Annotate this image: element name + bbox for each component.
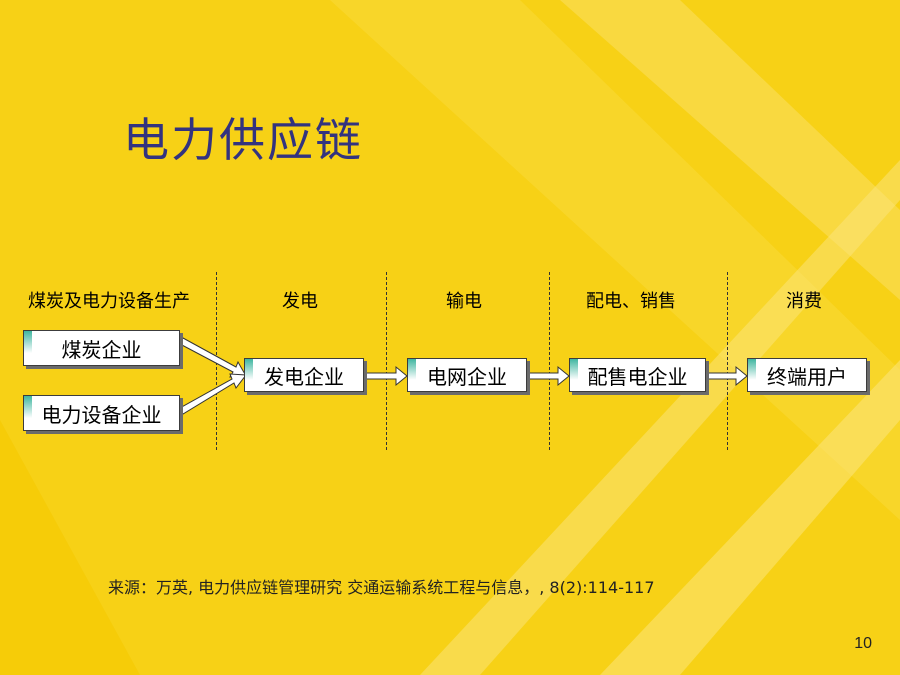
node-label: 电网企业 (427, 364, 507, 389)
box-accent (245, 359, 253, 391)
stage-divider (386, 272, 387, 450)
node-grid-enterprise: 电网企业 (407, 358, 527, 392)
node-coal-enterprise: 煤炭企业 (23, 330, 180, 366)
stage-label-consumption: 消费 (786, 291, 822, 312)
box-accent (24, 396, 32, 430)
stage-divider (727, 272, 728, 450)
node-generation-enterprise: 发电企业 (244, 358, 364, 392)
stage-label-production: 煤炭及电力设备生产 (28, 291, 190, 312)
stage-label-generation: 发电 (282, 291, 318, 312)
node-end-user: 终端用户 (747, 358, 867, 392)
page-number: 10 (854, 635, 872, 652)
stage-divider (549, 272, 550, 450)
arrow-distribution-to-enduser (705, 365, 748, 387)
box-accent (24, 331, 32, 365)
node-label: 煤炭企业 (61, 337, 142, 362)
arrow-grid-to-distribution (526, 365, 570, 387)
box-accent (570, 359, 578, 391)
box-accent (408, 359, 416, 391)
arrow-generation-to-grid (363, 365, 408, 387)
slide-title: 电力供应链 (123, 113, 363, 167)
node-label: 配售电企业 (587, 364, 688, 389)
node-label: 电力设备企业 (41, 402, 162, 427)
arrow-coal-to-generation (179, 337, 247, 378)
arrow-equipment-to-generation (179, 373, 247, 415)
node-label: 发电企业 (264, 364, 344, 389)
node-distribution-enterprise: 配售电企业 (569, 358, 706, 392)
stage-label-transmission: 输电 (446, 291, 482, 312)
node-equipment-enterprise: 电力设备企业 (23, 395, 180, 431)
node-label: 终端用户 (767, 364, 847, 389)
stage-label-distribution: 配电、销售 (586, 291, 676, 312)
source-citation: 来源：万英, 电力供应链管理研究 交通运输系统工程与信息，, 8(2):114-… (108, 578, 655, 597)
box-accent (748, 359, 756, 391)
